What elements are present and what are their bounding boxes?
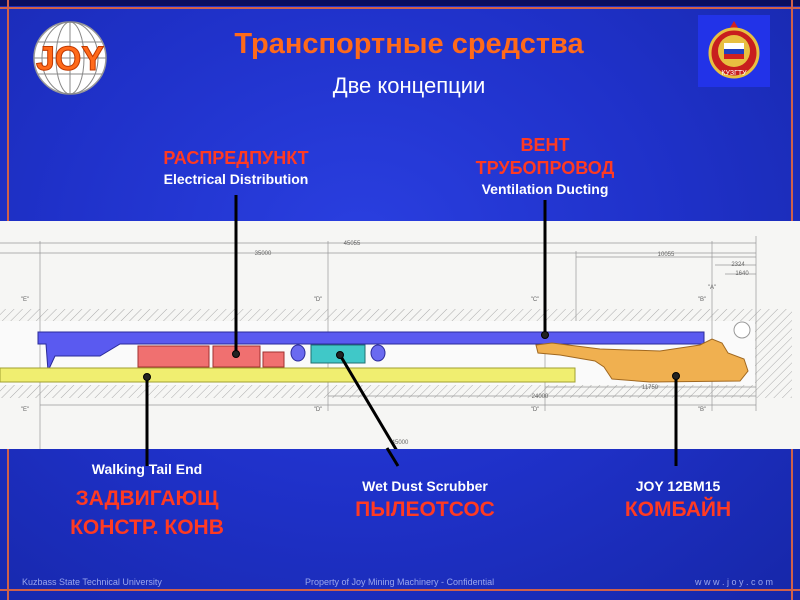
miner-label-ru: КОМБАЙН <box>624 498 732 521</box>
section-d-bottom: "D" <box>314 407 323 413</box>
dim-1640: 1640 <box>735 271 749 277</box>
scrubber-label-ru: ПЫЛЕОТСОС <box>355 498 495 521</box>
scrubber-fan-2 <box>370 344 386 362</box>
ventilation-duct <box>37 331 705 373</box>
top-band <box>0 0 800 6</box>
section-c-top: "C" <box>531 297 540 303</box>
electrical-box-1 <box>137 345 210 368</box>
dim-24000: 24000 <box>532 394 549 400</box>
section-e-bottom: "E" <box>21 407 29 413</box>
joy-12bm15-miner <box>535 338 749 383</box>
joy-logo-text: JOY <box>36 40 104 78</box>
dim-2324: 2324 <box>731 262 745 268</box>
electrical-label-ru: РАСПРЕДПУНКТ <box>163 148 309 168</box>
footer-confidential: Property of Joy Mining Machinery - Confi… <box>305 577 495 587</box>
section-b-bottom: "B" <box>698 407 706 413</box>
ventilation-marker <box>541 331 549 339</box>
dim-45055: 45055 <box>344 241 361 247</box>
ventilation-label-en: Ventilation Ducting <box>481 181 609 197</box>
section-d-top: "D" <box>314 297 323 303</box>
divider-top <box>0 7 800 9</box>
dim-11750: 11750 <box>642 385 659 391</box>
tail-label-en: Walking Tail End <box>91 461 203 477</box>
tunnel-diagram: 45055 35000 10055 2324 1640 11750 24000 … <box>0 221 800 449</box>
emblem-text: КУЗГТУ <box>721 70 747 77</box>
dim-45000: 45000 <box>392 440 409 446</box>
dim-10055: 10055 <box>658 252 675 258</box>
divider-bottom <box>0 589 800 591</box>
kuzgtu-emblem: КУЗГТУ <box>698 15 770 87</box>
electrical-marker <box>232 350 240 358</box>
walking-tail-conveyor <box>0 367 576 383</box>
page-subtitle: Две концепции <box>332 73 486 98</box>
section-a-top: "A" <box>708 285 716 291</box>
electrical-label-en: Electrical Distribution <box>163 171 309 187</box>
section-e-top: "E" <box>21 297 29 303</box>
joy-logo: JOY <box>33 21 107 95</box>
electrical-box-3 <box>262 351 285 368</box>
footer-website[interactable]: w w w . j o y . c o m <box>695 577 774 587</box>
dim-35000: 35000 <box>255 251 272 257</box>
miner-marker <box>672 372 680 380</box>
ventilation-label: ВЕНТ ТРУБОПРОВОД Ventilation Ducting <box>476 134 615 198</box>
scrubber-fan-1 <box>290 344 306 362</box>
tail-label-ru2: КОНСТР. КОНВ <box>70 516 224 539</box>
scrubber-label: Wet Dust Scrubber ПЫЛЕОТСОС <box>355 477 495 524</box>
tail-label: Walking Tail End ЗАДВИГАЮЩ КОНСТР. КОНВ <box>70 460 224 542</box>
tail-label-ru1: ЗАДВИГАЮЩ <box>75 487 219 510</box>
miner-label-en: JOY 12BM15 <box>635 478 721 494</box>
section-b-top: "B" <box>698 297 706 303</box>
ventilation-label-ru1: ВЕНТ <box>520 135 570 155</box>
section-d2-bottom: "D" <box>531 407 540 413</box>
scrubber-label-en: Wet Dust Scrubber <box>362 478 488 494</box>
tail-marker <box>143 373 151 381</box>
footer-university: Kuzbass State Technical University <box>22 577 162 587</box>
dimension-lines <box>0 236 757 449</box>
miner-label: JOY 12BM15 КОМБАЙН <box>625 477 731 524</box>
scrubber-marker <box>336 351 344 359</box>
page-title: Транспортные средства <box>234 28 584 60</box>
electrical-label: РАСПРЕДПУНКТ Electrical Distribution <box>163 147 308 188</box>
ventilation-label-ru2: ТРУБОПРОВОД <box>475 158 615 178</box>
